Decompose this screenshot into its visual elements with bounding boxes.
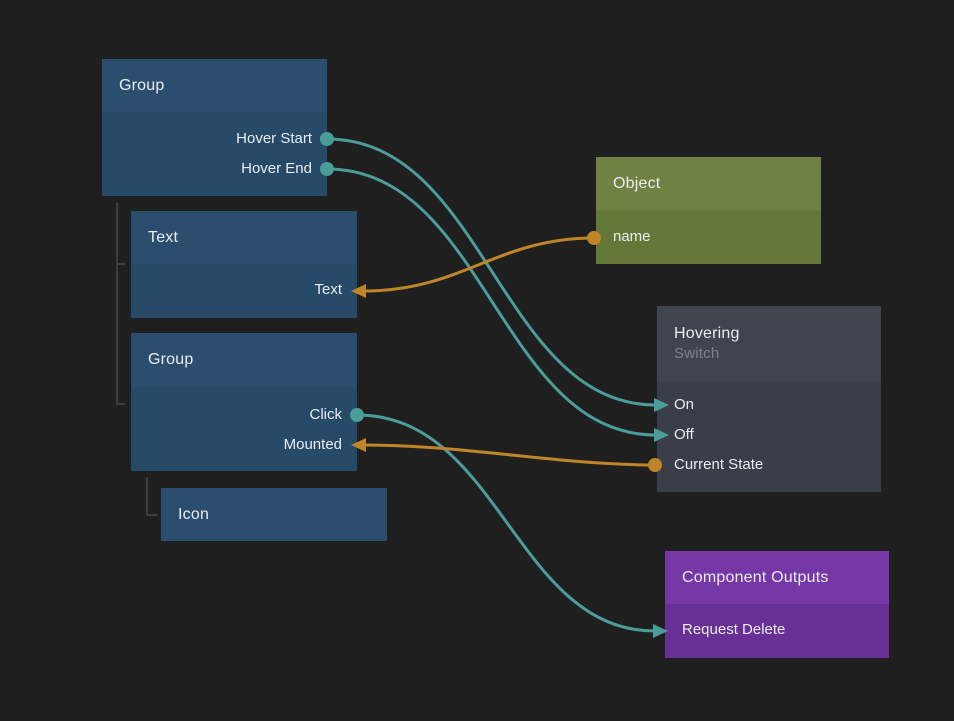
port-label: Off — [674, 426, 694, 443]
port-label: Click — [309, 406, 343, 423]
port-mounted[interactable]: Mounted — [131, 433, 357, 457]
node-ports-area: Hover Start Hover End — [102, 112, 327, 196]
port-hover-end[interactable]: Hover End — [102, 157, 327, 181]
node-title-label: Group — [148, 351, 194, 368]
tree-line-group-children — [116, 203, 125, 405]
node-ports-area: Request Delete — [665, 604, 889, 658]
port-off[interactable]: Off — [657, 423, 881, 447]
port-on[interactable]: On — [657, 393, 881, 417]
node-hovering-switch[interactable]: Hovering Switch On Off Current State — [657, 306, 881, 492]
node-title: Group — [102, 59, 327, 112]
node-title: Text — [131, 211, 357, 264]
node-group-inner[interactable]: Group Click Mounted — [131, 333, 357, 471]
node-group-top[interactable]: Group Hover Start Hover End — [102, 59, 327, 196]
node-icon[interactable]: Icon — [161, 488, 387, 541]
node-title-label: Component Outputs — [682, 568, 829, 586]
port-name[interactable]: name — [596, 225, 821, 249]
node-subtitle-label: Switch — [674, 345, 720, 362]
node-title: Group — [131, 333, 357, 387]
node-title-label: Icon — [178, 505, 210, 523]
node-title-label: Text — [148, 228, 179, 246]
wire-hover-end-to-off[interactable] — [326, 167, 657, 437]
node-title-label: Group — [119, 76, 165, 94]
port-label: Request Delete — [682, 621, 786, 638]
wire-name-to-text[interactable] — [363, 236, 595, 293]
node-ports-area: name — [596, 210, 821, 264]
node-title-label: Object — [613, 174, 661, 192]
port-label: Current State — [674, 456, 764, 473]
port-hover-start[interactable]: Hover Start — [102, 127, 327, 151]
port-current-state[interactable]: Current State — [657, 453, 881, 477]
port-label: Mounted — [283, 436, 342, 453]
node-ports-area: Text — [131, 264, 357, 318]
node-title: Icon — [161, 488, 387, 541]
node-text[interactable]: Text Text — [131, 211, 357, 318]
wire-current-state-to-mounted[interactable] — [363, 443, 656, 467]
wire-hover-start-to-on[interactable] — [326, 137, 657, 407]
port-label: On — [674, 396, 695, 413]
node-ports-area: Click Mounted — [131, 387, 357, 471]
node-title: Component Outputs — [665, 551, 889, 604]
node-object[interactable]: Object name — [596, 157, 821, 264]
port-label: Hover Start — [236, 130, 312, 147]
tree-line-icon-branch — [146, 477, 157, 516]
node-title-label: Hovering — [674, 325, 740, 342]
port-label: Text — [314, 281, 342, 298]
node-ports-area: On Off Current State — [657, 381, 881, 492]
port-text[interactable]: Text — [131, 278, 357, 302]
port-click[interactable]: Click — [131, 403, 357, 427]
node-title: Object — [596, 157, 821, 210]
wire-click-to-request-delete[interactable] — [356, 413, 656, 633]
port-label: Hover End — [241, 160, 312, 177]
port-label: name — [613, 228, 651, 245]
node-title: Hovering Switch — [657, 306, 881, 381]
port-request-delete[interactable]: Request Delete — [665, 618, 889, 642]
node-component-outputs[interactable]: Component Outputs Request Delete — [665, 551, 889, 658]
